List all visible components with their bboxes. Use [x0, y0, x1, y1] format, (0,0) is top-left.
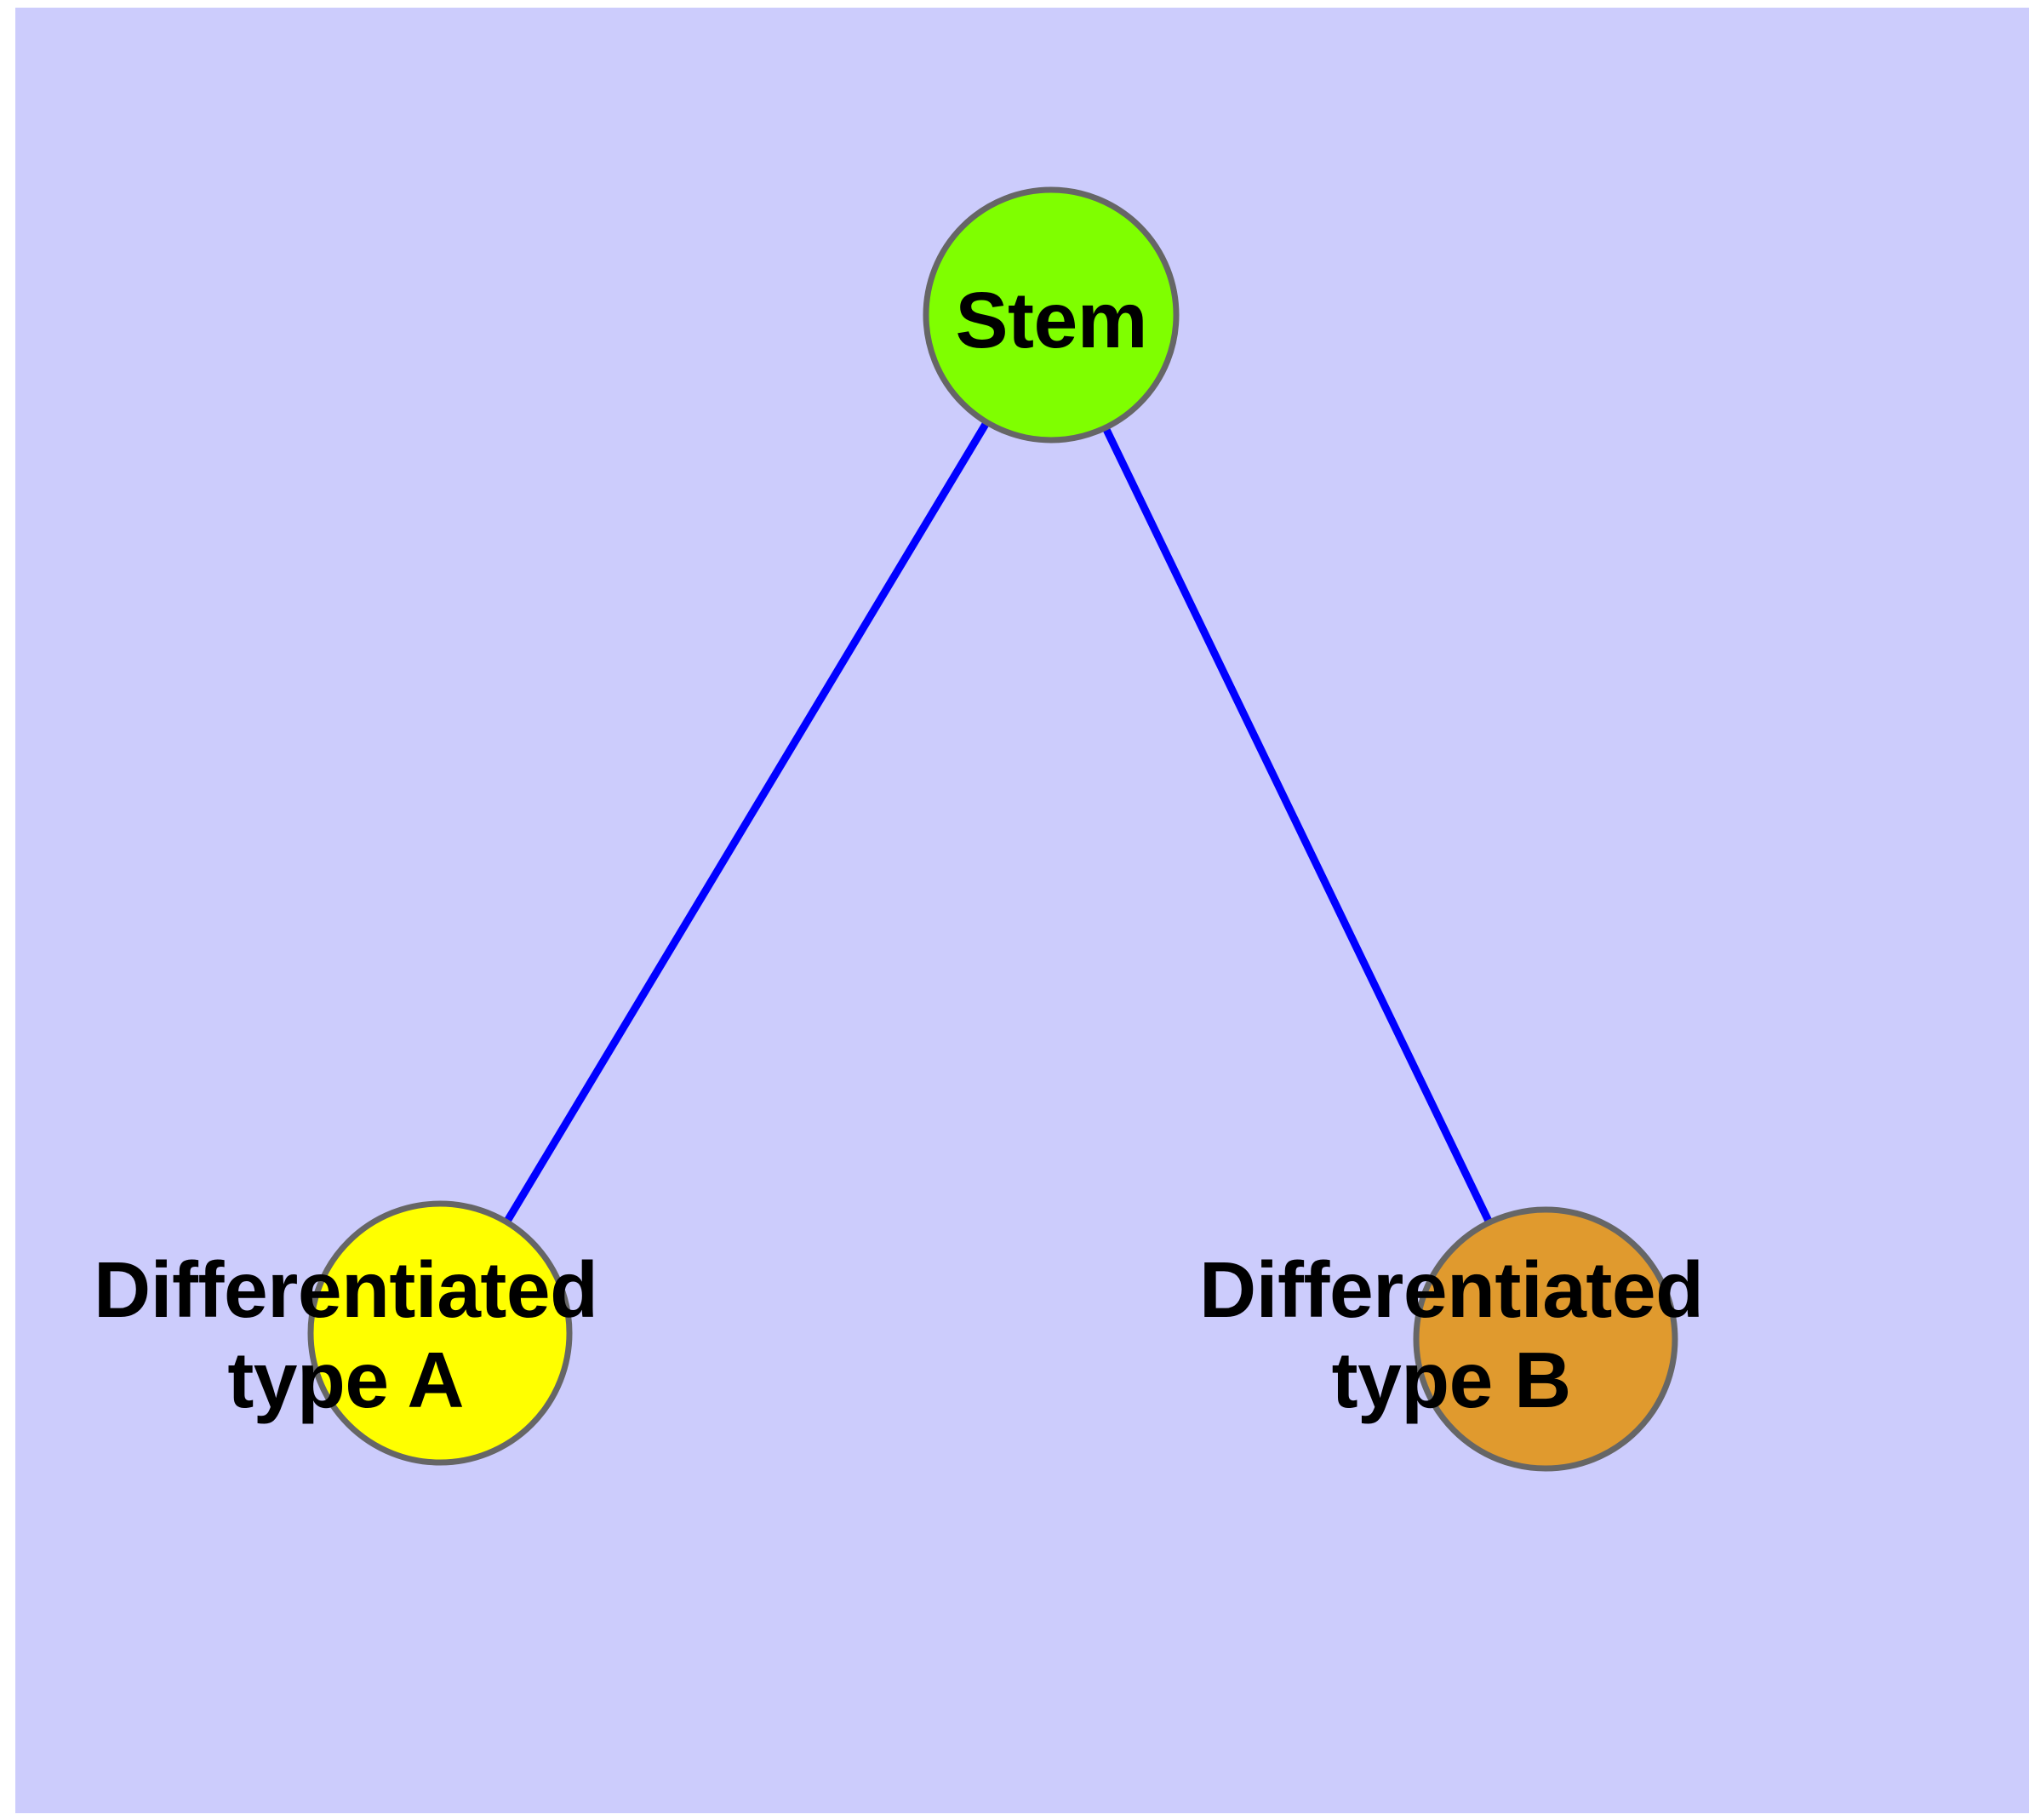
edge-stem-to-differentiated-type-b: [1047, 313, 1550, 1341]
node-layer: [307, 186, 1678, 1472]
node-stem[interactable]: [923, 186, 1180, 444]
edge-layer: [437, 312, 1550, 1341]
edge-stem-to-differentiated-type-a: [437, 312, 1055, 1336]
node-differentiated-type-a[interactable]: [307, 1200, 573, 1466]
node-differentiated-type-b[interactable]: [1413, 1206, 1678, 1472]
